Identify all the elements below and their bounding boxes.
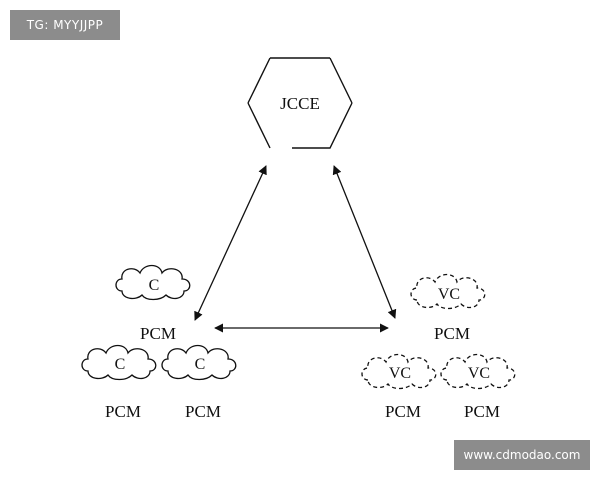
cloud-vc-bottom-2-label: VC — [468, 365, 490, 382]
cloud-c-bottom-1-label: C — [115, 356, 126, 373]
jcce-hub: JCCE — [247, 57, 353, 149]
right-pcm-group: VC PCM VC PCM VC PCM — [361, 273, 516, 421]
pcm-label-left-bottom-2: PCM — [185, 402, 221, 421]
hub-edge-left — [247, 57, 271, 104]
hub-edge-bottom-right — [292, 102, 353, 149]
arrow-hub-left — [194, 165, 267, 321]
hub-label: JCCE — [280, 94, 320, 113]
pcm-label-right-bottom-2: PCM — [464, 402, 500, 421]
pcm-label-left-top: PCM — [140, 324, 176, 343]
hub-edge-bottom-left — [247, 102, 271, 149]
watermark-top-badge: TG: MYYJJPP — [10, 10, 120, 40]
cloud-vc-top-label: VC — [438, 286, 460, 303]
cloud-c-top-label: C — [149, 277, 160, 294]
cloud-vc-bottom-1-label: VC — [389, 365, 411, 382]
watermark-site-badge: www.cdmodao.com — [454, 440, 590, 470]
pcm-label-right-bottom-1: PCM — [385, 402, 421, 421]
cloud-c-bottom-2-label: C — [195, 356, 206, 373]
arrow-hub-right — [332, 165, 397, 319]
pcm-label-left-bottom-1: PCM — [105, 402, 141, 421]
pcm-label-right-top: PCM — [434, 324, 470, 343]
left-pcm-group: C PCM C PCM C PCM — [81, 264, 237, 421]
hub-edge-right — [329, 57, 353, 104]
